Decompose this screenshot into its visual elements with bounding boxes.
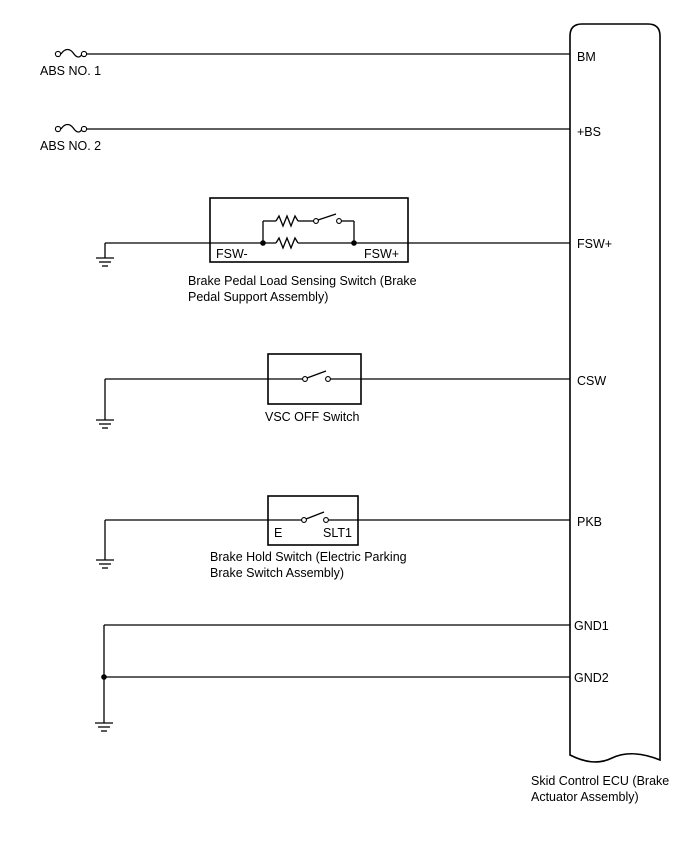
pin-label-slt1: SLT1	[323, 526, 352, 540]
component-label-brake-pedal-switch-line1: Brake Pedal Load Sensing Switch (Brake	[188, 274, 417, 288]
fuse-terminal-left	[54, 50, 62, 58]
ground-icon	[96, 419, 114, 429]
switch-contact-icon	[313, 218, 319, 224]
switch-blade-icon	[305, 511, 325, 520]
junction-dot	[101, 674, 107, 680]
brake-hold-switch	[96, 495, 570, 569]
ecu-pin-bs: +BS	[577, 125, 601, 139]
switch-contact-icon	[301, 517, 307, 523]
ecu-label-line1: Skid Control ECU (Brake	[531, 774, 669, 788]
switch-contact-icon	[302, 376, 308, 382]
ground-icon	[96, 559, 114, 569]
pin-label-fsw-minus: FSW-	[216, 247, 248, 261]
ecu-pin-pkb: PKB	[577, 515, 602, 529]
component-label-brake-hold-switch-line1: Brake Hold Switch (Electric Parking	[210, 550, 407, 564]
pin-label-e: E	[274, 526, 282, 540]
switch-contact-icon	[325, 376, 331, 382]
ecu-pin-bm: BM	[577, 50, 596, 64]
fuse-label-abs-no2: ABS NO. 2	[40, 139, 101, 153]
fuse-icon	[60, 48, 83, 58]
fuse-terminal-right	[80, 125, 88, 133]
resistor-icon	[275, 214, 299, 228]
ecu-pin-gnd1: GND1	[574, 619, 609, 633]
brake-pedal-load-sensing-switch	[96, 197, 570, 267]
fuse-label-abs-no1: ABS NO. 1	[40, 64, 101, 78]
switch-contact-icon	[323, 517, 329, 523]
ecu-pin-fsw: FSW+	[577, 237, 612, 251]
junction-dot	[260, 240, 266, 246]
switch-blade-icon	[306, 370, 327, 379]
ground-icon	[95, 722, 113, 732]
ecu-pin-gnd2: GND2	[574, 671, 609, 685]
vsc-off-switch	[96, 353, 570, 429]
ecu-label-line2: Actuator Assembly)	[531, 790, 639, 804]
component-label-vsc-off-switch: VSC OFF Switch	[265, 410, 360, 424]
pin-label-fsw-plus: FSW+	[364, 247, 399, 261]
component-label-brake-pedal-switch-line2: Pedal Support Assembly)	[188, 290, 328, 304]
ecu-block	[569, 23, 661, 763]
ecu-ground-circuit	[95, 624, 570, 732]
fuse-terminal-right	[80, 50, 88, 58]
fuse-icon	[60, 123, 83, 133]
switch-blade-icon	[317, 213, 337, 221]
component-label-brake-hold-switch-line2: Brake Switch Assembly)	[210, 566, 344, 580]
junction-dot	[351, 240, 357, 246]
ecu-pin-csw: CSW	[577, 374, 606, 388]
fuse-abs-no2-circuit	[54, 123, 570, 133]
fuse-terminal-left	[54, 125, 62, 133]
brake-pedal-switch-box	[209, 197, 409, 263]
resistor-icon	[275, 236, 299, 250]
fuse-abs-no1-circuit	[54, 48, 570, 58]
ground-icon	[96, 257, 114, 267]
switch-contact-icon	[336, 218, 342, 224]
